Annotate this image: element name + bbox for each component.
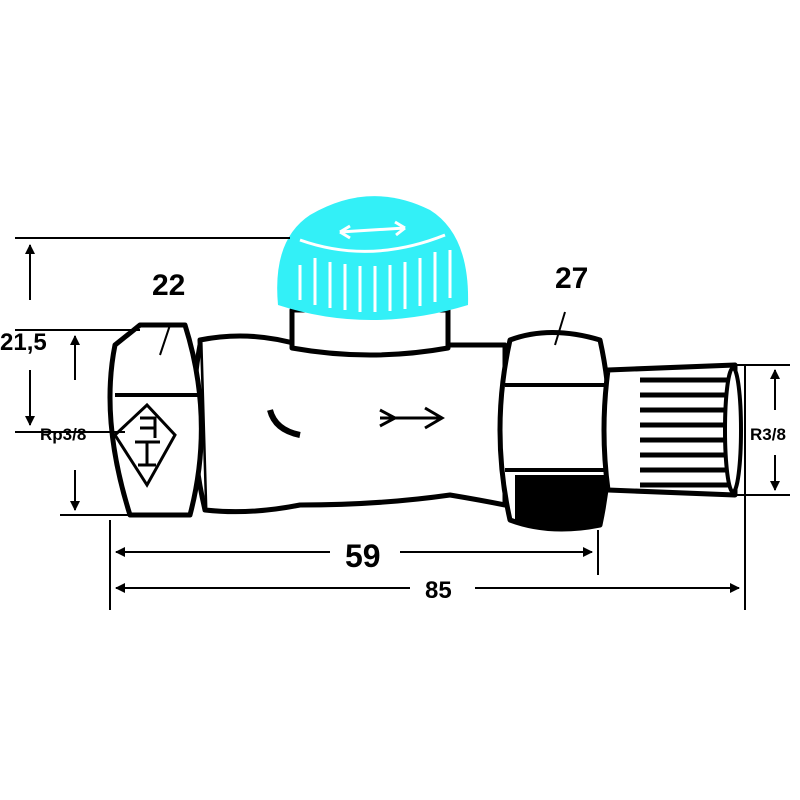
- flow-arrow-icon: [379, 406, 445, 430]
- hex-left-label: 22: [152, 269, 185, 302]
- thermostat-cap: [277, 196, 469, 320]
- valve-body: [191, 333, 508, 515]
- right-union-nut: [497, 311, 613, 532]
- valve-stem: [289, 307, 451, 358]
- te-logo: [113, 402, 177, 488]
- hex-right-label: 27: [555, 262, 588, 295]
- thread-right-label: R3/8: [750, 425, 786, 444]
- height-label: 21,5: [0, 329, 47, 356]
- left-hex-nut: [107, 322, 204, 518]
- length-total-label: 85: [425, 577, 452, 604]
- threaded-tail: [601, 362, 743, 498]
- length-inner-label: 59: [345, 538, 381, 574]
- dimension-lines: [15, 237, 790, 610]
- thread-left-label: Rp3/8: [40, 425, 86, 444]
